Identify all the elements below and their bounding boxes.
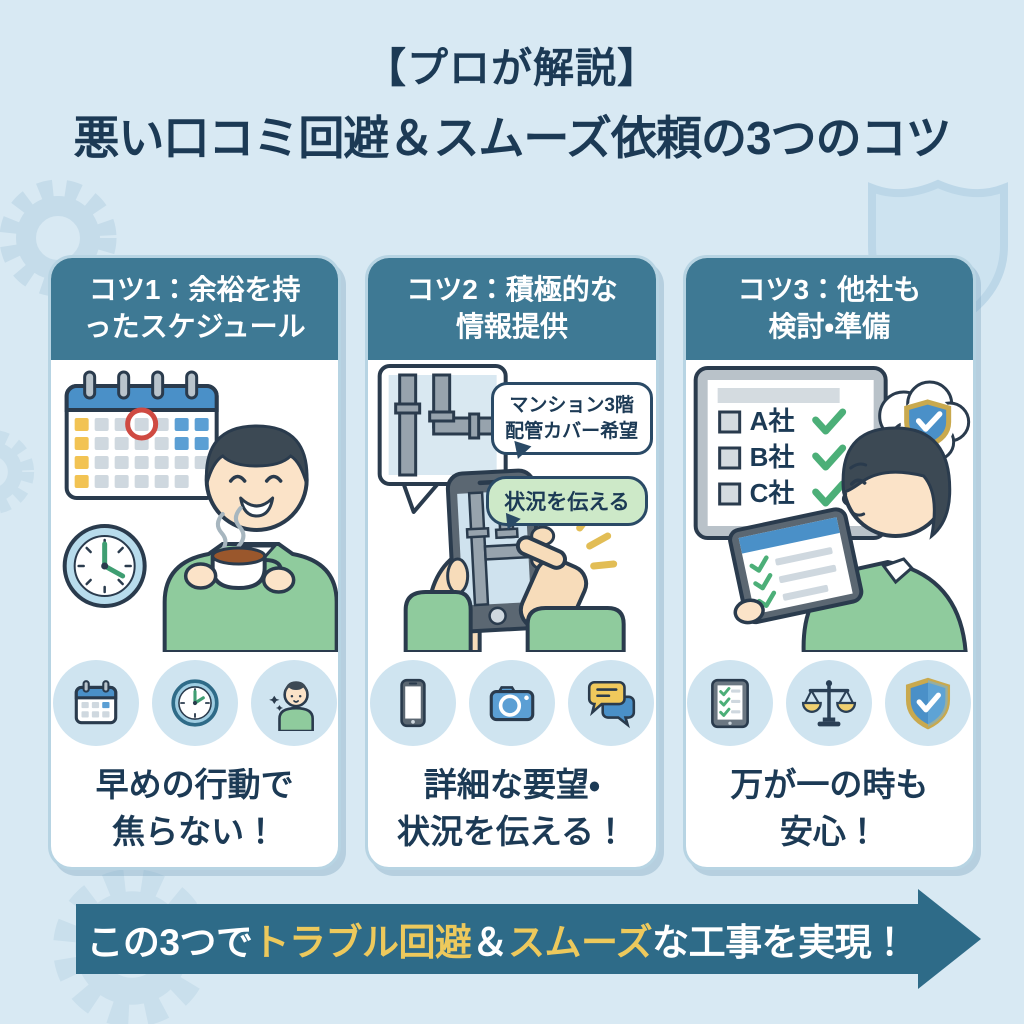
tip1-header-line2: ったスケジュール — [83, 311, 306, 342]
tip3-header: コツ3：他社も 検討・準備 — [685, 258, 973, 360]
situation-speech-bubble: 状況を伝える — [486, 476, 648, 526]
calendar-grid — [74, 418, 209, 488]
tips-cards: コツ1：余裕を持 ったスケジュール — [48, 255, 976, 870]
tip1-illustration — [51, 360, 339, 652]
banner-segment-highlight: トラブル回避 — [252, 922, 472, 963]
tip1-caption-line1: 早めの行動で — [95, 766, 294, 803]
tip1-caption: 早めの行動で 焦らない！ — [51, 754, 338, 867]
tip3-caption-line1: 万が一の時も — [730, 766, 929, 803]
camera-icon — [468, 660, 555, 746]
tablet-checklist-icon — [687, 660, 774, 746]
calendar-illustration — [64, 370, 219, 500]
clock-icon — [151, 660, 238, 746]
shield-check-icon — [885, 660, 972, 746]
banner-segment-highlight: スムーズ — [507, 922, 653, 963]
situation-bubble-text: 状況を伝える — [504, 491, 630, 514]
tip1-icon-row — [51, 652, 338, 754]
tip2-caption-line1: 詳細な要望・ — [423, 766, 601, 803]
person-tablet-illustration — [727, 426, 968, 652]
tip-card-3: コツ3：他社も 検討・準備 A社 B社 C社 — [682, 255, 976, 870]
company-b-label: B社 — [749, 442, 794, 472]
tip2-header-line2: 情報提供 — [455, 311, 568, 342]
tip3-header-line2: 検討・準備 — [768, 311, 891, 342]
tip2-caption: 詳細な要望・ 状況を伝える！ — [368, 754, 655, 867]
tip2-icon-row — [368, 652, 655, 754]
tip-card-2: コツ2：積極的な 情報提供 マンション3階 配管カバー希望 状況を伝える — [365, 255, 659, 870]
marked-date-circle — [125, 407, 159, 441]
smartphone-icon — [369, 660, 456, 746]
tip3-icon-row — [686, 652, 973, 754]
request-bubble-line2: 配管カバー希望 — [505, 420, 639, 442]
tip-card-1: コツ1：余裕を持 ったスケジュール — [48, 255, 342, 870]
conclusion-banner: この3つでトラブル回避＆スムーズな工事を実現！ — [76, 889, 981, 989]
tablet-in-hands — [727, 507, 863, 625]
tip2-header: コツ2：積極的な 情報提供 — [368, 258, 656, 360]
scale-icon — [786, 660, 873, 746]
tip1-header: コツ1：余裕を持 ったスケジュール — [51, 258, 339, 360]
tip2-illustration: マンション3階 配管カバー希望 状況を伝える — [368, 360, 655, 652]
company-a-label: A社 — [749, 406, 794, 436]
tip1-header-line1: コツ1：余裕を持 — [88, 274, 301, 306]
banner-segment: ＆ — [471, 922, 508, 963]
person-coffee-illustration — [162, 424, 339, 652]
tip3-header-line1: コツ3：他社も — [737, 274, 922, 306]
title-main: 悪い口コミ回避＆スムーズ依頼の3つのコツ — [73, 112, 951, 164]
request-bubble-line1: マンション3階 — [509, 395, 634, 416]
clock-illustration — [62, 524, 147, 608]
tip2-caption-line2: 状況を伝える！ — [396, 812, 627, 850]
tip3-caption: 万が一の時も 安心！ — [686, 754, 973, 867]
chat-icon — [567, 660, 654, 746]
pipe-photo-illustration — [377, 364, 508, 514]
calendar-icon — [52, 660, 139, 746]
tip1-caption-line2: 焦らない！ — [112, 812, 278, 850]
arrow-head-icon — [918, 889, 981, 989]
tip2-header-line1: コツ2：積極的な — [406, 274, 618, 306]
person-icon — [250, 660, 337, 746]
gear-icon — [0, 430, 35, 514]
title-kicker: 【プロが解説】 — [365, 45, 659, 91]
page-title: 【プロが解説】 悪い口コミ回避＆スムーズ依頼の3つのコツ — [0, 34, 1024, 168]
tip3-illustration: A社 B社 C社 — [686, 360, 973, 652]
company-c-label: C社 — [749, 478, 794, 508]
banner-segment: な工事を実現！ — [652, 922, 908, 963]
tip3-caption-line2: 安心！ — [779, 812, 879, 850]
banner-segment: この3つで — [86, 922, 253, 963]
request-speech-bubble: マンション3階 配管カバー希望 — [490, 382, 653, 456]
